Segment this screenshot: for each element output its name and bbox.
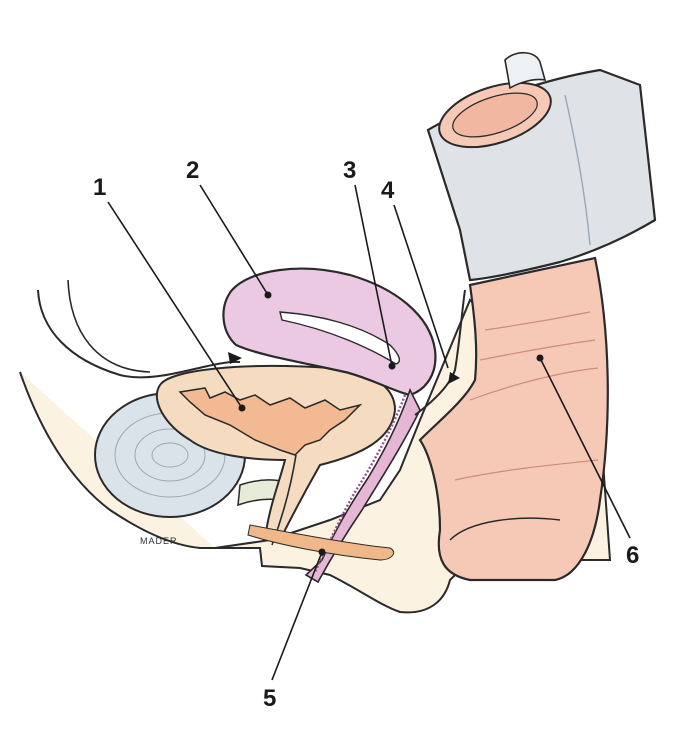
leader-dot-2 [264,291,272,299]
vaginal-wall [313,394,407,573]
rectum-inner-wall [449,517,561,541]
label-6: 6 [626,542,639,569]
sigmoid-lip [504,51,547,90]
leader-line-5 [271,551,323,681]
uterine-cavity [279,311,401,365]
label-2: 2 [186,157,199,184]
label-4: 4 [381,177,395,204]
pubic-bone-ring-3 [151,442,189,468]
leader-dot-3 [388,362,396,370]
rectum-fold-2 [479,339,596,361]
leader-line-1 [107,201,243,409]
label-3: 3 [343,157,356,184]
vagina [304,387,421,584]
arrowhead-rectouterine [448,372,460,384]
leader-line-3 [354,184,393,367]
arrowhead-vesicouterine [228,352,242,364]
rectum-fold-3 [469,367,599,401]
label-5: 5 [263,685,276,712]
leader-line-4 [393,204,449,369]
leader-dot-1 [238,404,246,412]
peritoneum-left-inner [67,279,151,373]
rectum [418,256,609,582]
rectouterine-fold [414,289,466,416]
leader-dot-5 [318,548,326,556]
rectum-fold-4 [454,459,599,481]
leader-line-6 [539,357,631,539]
artist-signature: MADER [140,536,178,546]
leader-line-2 [199,184,269,296]
peritoneum-left [37,289,241,379]
label-1: 1 [93,174,106,201]
perineal-muscle [247,524,395,561]
sigmoid-lumen-inner [452,92,538,138]
sigmoid-drape-fold [564,94,591,246]
pubic-bone-ring-2 [134,428,206,482]
rectum-fold-1 [484,311,591,331]
leader-dot-6 [536,354,544,362]
